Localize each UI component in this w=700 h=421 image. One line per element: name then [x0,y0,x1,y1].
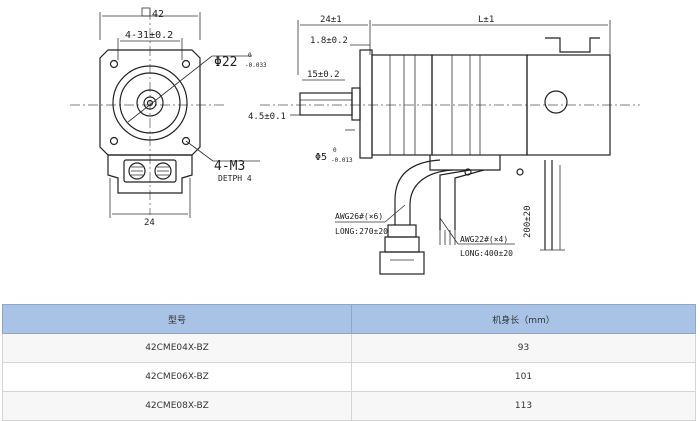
front-square-label: 42 [152,9,164,20]
length-cell: 113 [351,391,696,421]
pilot-tol-lower: -0.033 [245,62,267,69]
flange-to-body-label: 24±1 [320,15,342,25]
boss-height-label: 1.8±0.2 [310,36,348,46]
length-cell: 93 [351,333,696,363]
depth-label: DETPH 4 [218,174,252,183]
model-cell: 42CME04X-BZ [2,333,352,363]
spec-table: 型号 机身长（mm） 42CME04X-BZ 93 42CME06X-BZ 10… [2,304,696,421]
flat-depth-label: 4.5±0.1 [248,112,286,122]
pilot-diameter-label: Φ22 [214,55,237,70]
table-row: 42CME04X-BZ 93 [2,333,696,363]
thread-label: 4-M3 [214,159,245,174]
side-view: 24±1 L±1 1.8±0.2 15±0.2 4.5±0.1 Φ5 0 -0.… [248,15,640,275]
pilot-tol-upper: 0 [248,52,252,59]
awg22-label: AWG22#(×4) [460,235,508,244]
awg26-long-label: LONG:270±20 [335,227,388,236]
header-body-length: 机身长（mm） [351,304,696,334]
shaft-diameter-label: Φ5 [315,152,327,163]
connector-width-label: 24 [144,218,155,228]
table-row: 42CME06X-BZ 101 [2,362,696,392]
awg26-label: AWG26#(×6) [335,212,383,221]
model-cell: 42CME08X-BZ [2,391,352,421]
model-cell: 42CME06X-BZ [2,362,352,392]
table-header-row: 型号 机身长（mm） [2,304,696,334]
shaft-flat-label: 15±0.2 [307,70,340,80]
length-cell: 101 [351,362,696,392]
motor-dimension-drawing: 42 4-31±0.2 Φ22 0 -0.033 4-M3 DETPH 4 [70,7,640,275]
header-model: 型号 [2,304,352,334]
cable-length-label: 200±20 [523,205,533,238]
body-length-label: L±1 [478,15,494,25]
table-row: 42CME08X-BZ 113 [2,391,696,421]
shaft-tol-upper: 0 [333,147,337,154]
front-view: 42 4-31±0.2 Φ22 0 -0.033 4-M3 DETPH 4 [70,7,267,228]
hole-spacing-label: 4-31±0.2 [125,30,173,41]
awg22-long-label: LONG:400±20 [460,249,513,258]
shaft-tol-lower: -0.013 [331,157,353,164]
